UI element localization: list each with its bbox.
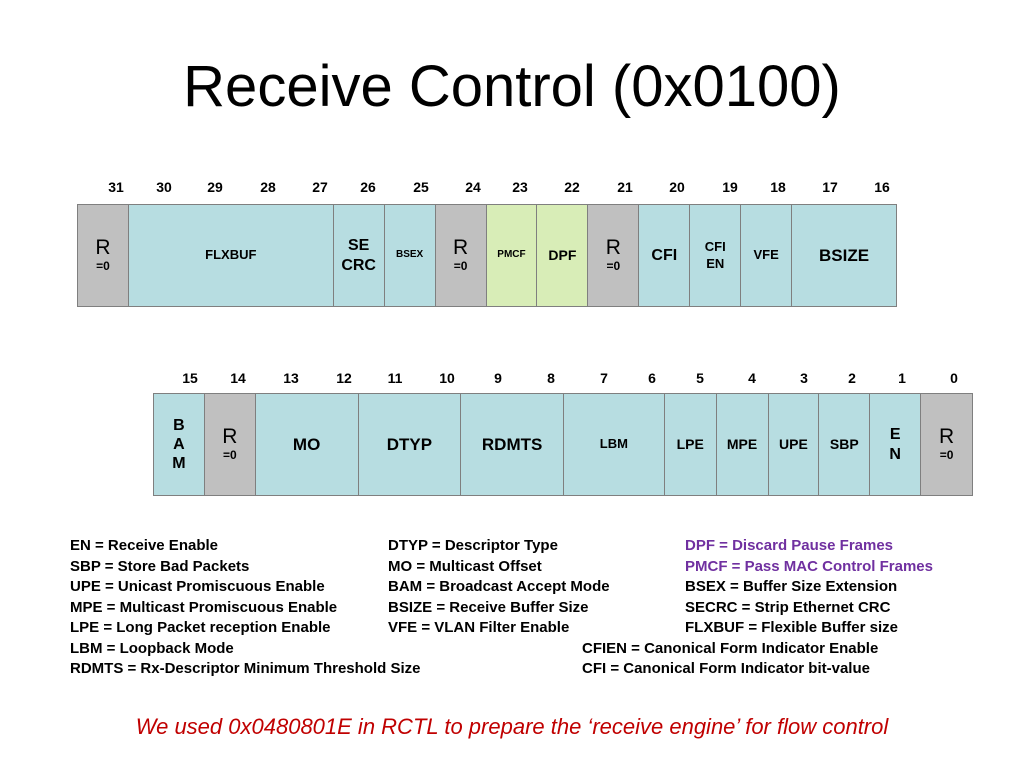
bit-number: 20 <box>669 179 685 195</box>
bit-number: 29 <box>207 179 223 195</box>
field-bsize: BSIZE <box>819 245 870 265</box>
field-mpe: MPE <box>717 394 769 495</box>
field-lpe: LPE <box>665 394 717 495</box>
field-sbp: SBP <box>819 394 871 495</box>
legend-column-2: DTYP = Descriptor Type MO = Multicast Of… <box>388 536 610 639</box>
bit-number: 23 <box>512 179 528 195</box>
upper-register: R =0 FLXBUF SE CRC BSEX R =0 PMCF DPF R … <box>77 204 897 307</box>
bit-number: 14 <box>230 370 246 386</box>
bit-number: 12 <box>336 370 352 386</box>
legend-entry: DTYP = Descriptor Type <box>388 537 558 554</box>
bit-number: 8 <box>547 370 555 386</box>
field-reserved-bit24: R =0 <box>435 205 487 306</box>
field-vfe: VFE <box>741 205 793 306</box>
legend-entry: SECRC = Strip Ethernet CRC <box>685 598 891 616</box>
bit-number: 13 <box>283 370 299 386</box>
bit-number: 11 <box>387 370 403 386</box>
bit-number: 30 <box>156 179 172 195</box>
footer-note: We used 0x0480801E in RCTL to prepare th… <box>135 714 889 739</box>
bit-number: 15 <box>182 370 198 386</box>
legend-entry: MO = Multicast Offset <box>388 557 542 575</box>
bit-number: 9 <box>494 370 502 386</box>
legend-entry: FLXBUF = Flexible Buffer size <box>685 619 898 636</box>
legend-entry: VFE = VLAN Filter Enable <box>388 619 570 636</box>
bit-number: 22 <box>564 179 580 195</box>
bit-number: 17 <box>822 179 838 195</box>
legend-entry: BSIZE = Receive Buffer Size <box>388 598 589 616</box>
field-secrc: SE CRC <box>334 205 385 306</box>
field-reserved-bit0: R =0 <box>921 394 972 495</box>
bit-number: 1 <box>898 370 906 386</box>
legend-entry: LBM = Loopback Mode <box>70 639 234 657</box>
legend-entry: CFIEN = Canonical Form Indicator Enable <box>582 639 879 657</box>
field-reserved-bit31: R =0 <box>78 205 129 306</box>
upper-bit-numbers: 31 30 29 28 27 26 25 24 23 22 21 20 19 1… <box>0 178 1024 196</box>
bit-number: 3 <box>800 370 808 386</box>
field-reserved-bit21: R =0 <box>588 205 640 306</box>
bit-number: 19 <box>722 179 738 195</box>
bit-number: 21 <box>617 179 633 195</box>
legend-entry: MPE = Multicast Promiscuous Enable <box>70 598 338 616</box>
legend-entry: BAM = Broadcast Accept Mode <box>388 578 610 595</box>
field-flxbuf: FLXBUF <box>129 205 334 306</box>
bit-number: 28 <box>260 179 276 195</box>
bit-number: 27 <box>312 179 328 195</box>
legend-entry: UPE = Unicast Promiscuous Enable <box>70 578 325 595</box>
legend-entry: RDMTS = Rx-Descriptor Minimum Threshold … <box>70 660 421 677</box>
bit-number: 7 <box>600 370 608 386</box>
field-reserved-bit14: R =0 <box>204 394 256 495</box>
legend-entry: SBP = Store Bad Packets <box>70 557 250 575</box>
field-dtyp: DTYP <box>359 394 462 495</box>
bit-number: 10 <box>439 370 455 386</box>
bit-number: 26 <box>360 179 376 195</box>
legend-entry: CFI = Canonical Form Indicator bit-value <box>582 660 870 677</box>
field-dpf: DPF <box>537 205 589 306</box>
legend-entry: LPE = Long Packet reception Enable <box>70 619 331 636</box>
page-title: Receive Control (0x0100) <box>183 54 841 119</box>
field-rdmts: RDMTS <box>461 394 564 495</box>
bit-number: 18 <box>770 179 786 195</box>
bit-number: 6 <box>648 370 656 386</box>
bit-number: 5 <box>696 370 704 386</box>
bit-number: 25 <box>413 179 429 195</box>
bit-number: 0 <box>950 370 958 386</box>
legend-entry: BSEX = Buffer Size Extension <box>685 578 898 595</box>
field-bam: B A M <box>154 394 205 495</box>
bit-number: 16 <box>874 179 890 195</box>
bit-number: 2 <box>848 370 856 386</box>
lower-register: B A M R =0 MO DTYP RDMTS LBM LPE MPE UPE… <box>153 393 973 496</box>
legend-column-1: EN = Receive Enable SBP = Store Bad Pack… <box>70 536 420 680</box>
lower-bit-numbers: 15 14 13 12 11 10 9 8 7 6 5 4 3 2 1 0 <box>0 369 1024 387</box>
legend-column-4: CFIEN = Canonical Form Indicator Enable … <box>582 639 878 680</box>
legend-column-3: DPF = Discard Pause Frames PMCF = Pass M… <box>685 536 933 639</box>
field-en: E N <box>870 394 922 495</box>
legend-entry: EN = Receive Enable <box>70 537 218 554</box>
field-pmcf: PMCF <box>486 205 538 306</box>
legend-entry-highlight: DPF = Discard Pause Frames <box>685 537 894 554</box>
field-bsex: BSEX <box>385 205 436 306</box>
bit-number: 24 <box>465 179 481 195</box>
bit-number: 4 <box>748 370 756 386</box>
field-cfien: CFI EN <box>690 205 742 306</box>
legend-entry-highlight: PMCF = Pass MAC Control Frames <box>685 557 933 575</box>
field-mo: MO <box>256 394 359 495</box>
bit-number: 31 <box>108 179 124 195</box>
field-lbm: LBM <box>564 394 665 495</box>
field-upe: UPE <box>769 394 820 495</box>
field-cfi: CFI <box>639 205 691 306</box>
